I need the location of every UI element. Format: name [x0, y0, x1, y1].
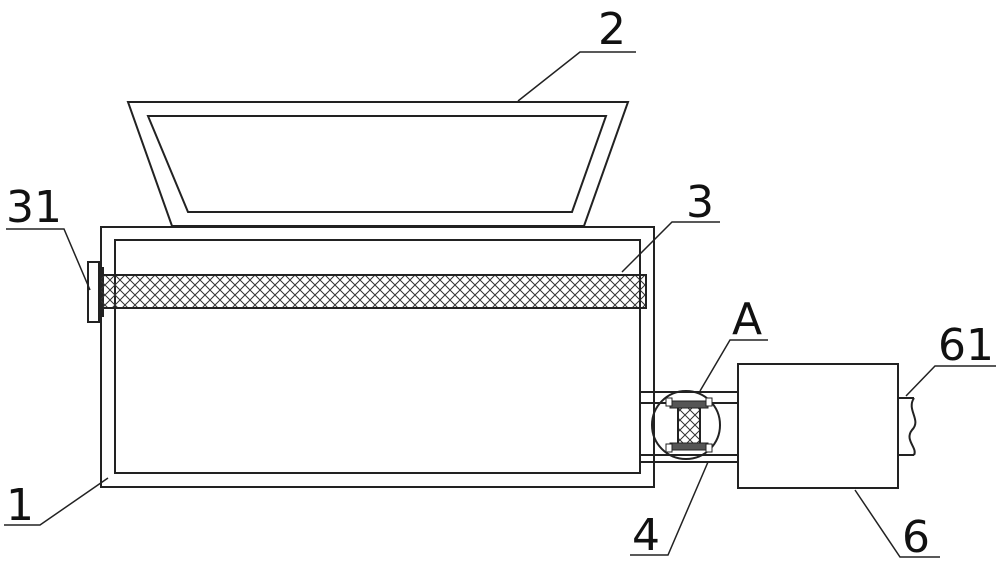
box [737, 363, 899, 489]
roller [99, 274, 647, 309]
label-connector: 4 [632, 510, 660, 561]
label-outlet: 61 [938, 320, 994, 371]
label-housing: 1 [6, 480, 34, 531]
leader-lines [4, 51, 996, 558]
hopper [126, 101, 630, 227]
housing [100, 226, 655, 488]
bolt-plate [87, 261, 100, 323]
label-hopper: 2 [598, 4, 626, 55]
label-box: 6 [902, 512, 930, 563]
label-bolt: 31 [6, 182, 62, 233]
detail-a [651, 390, 721, 460]
outlet [898, 397, 917, 456]
label-roller: 3 [686, 177, 714, 228]
label-detail-a: A [732, 294, 762, 345]
